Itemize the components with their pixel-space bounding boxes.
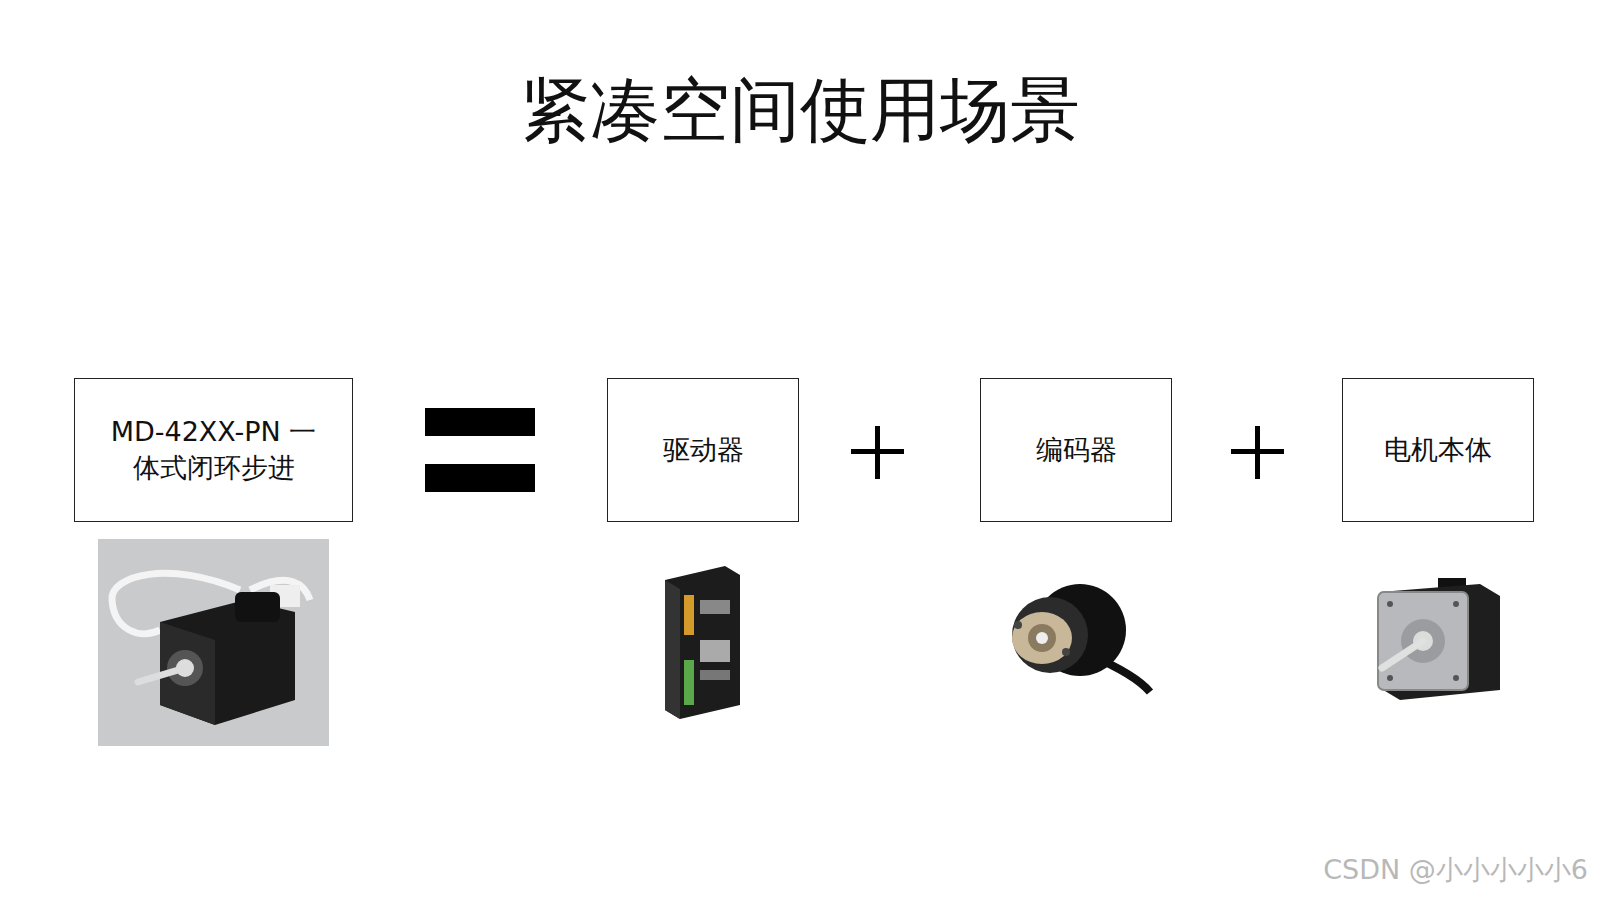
box-label: 编码器 bbox=[1036, 432, 1117, 468]
title: 紧凑空间使用场景 bbox=[0, 68, 1600, 152]
product-box: MD-42XX-PN 一体式闭环步进 bbox=[74, 378, 353, 522]
driver-photo bbox=[665, 566, 740, 719]
equals-bar bbox=[425, 408, 535, 436]
motor-body-photo bbox=[1378, 578, 1500, 700]
component-box: 驱动器 bbox=[607, 378, 799, 522]
plus-sign bbox=[1231, 426, 1284, 479]
component-box: 电机本体 bbox=[1342, 378, 1534, 522]
component-box: 编码器 bbox=[980, 378, 1172, 522]
integrated-motor-photo bbox=[98, 539, 329, 746]
equals-bar bbox=[425, 464, 535, 492]
plus-sign bbox=[851, 426, 904, 479]
box-label: 电机本体 bbox=[1384, 432, 1492, 468]
encoder-photo bbox=[1012, 584, 1150, 692]
box-label: 驱动器 bbox=[663, 432, 744, 468]
box-label: MD-42XX-PN 一体式闭环步进 bbox=[106, 414, 321, 487]
watermark: CSDN @小小小小小6 bbox=[1323, 852, 1588, 888]
